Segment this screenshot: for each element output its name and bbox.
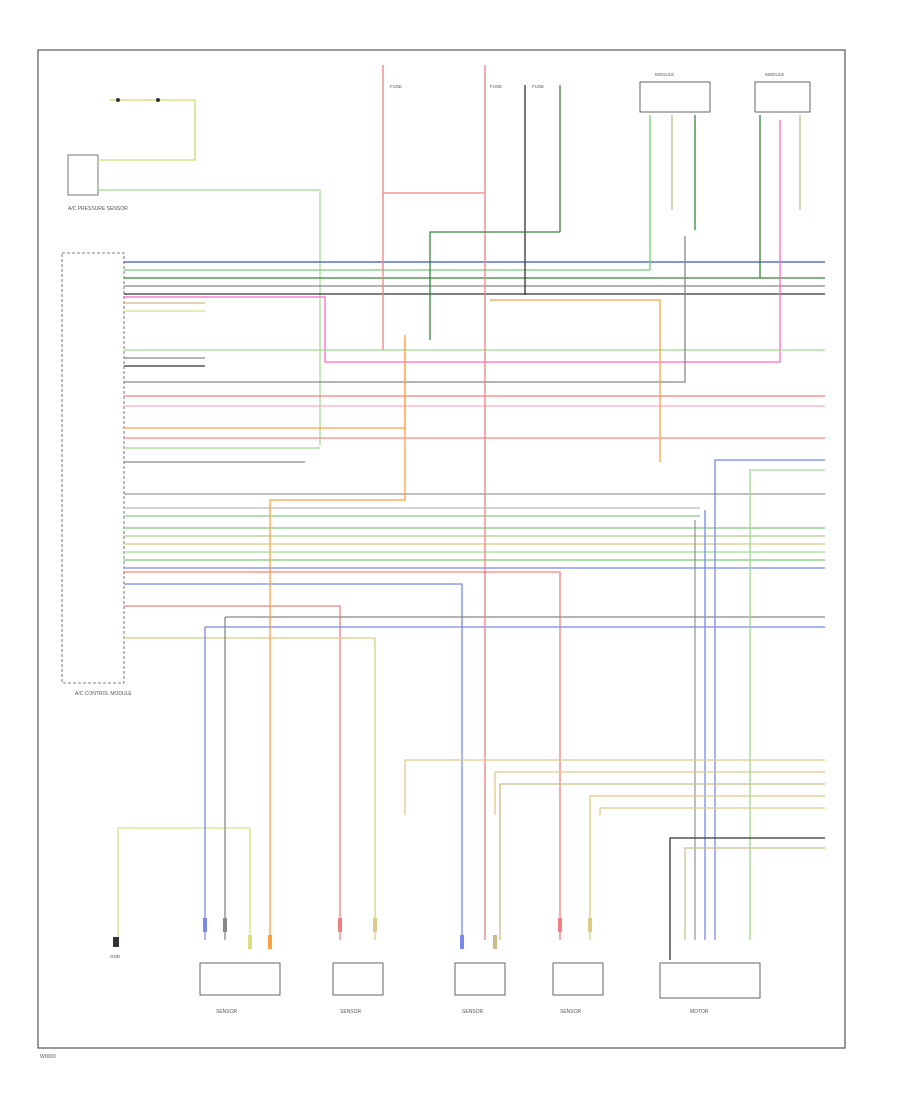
pressure-sensor-label: A/C PRESSURE SENSOR xyxy=(68,206,128,212)
sensor-box-1 xyxy=(199,962,281,996)
top-module-2-label: MODULE xyxy=(765,72,784,77)
top-components: FUSE FUSE FUSE MODULE MODULE GND xyxy=(110,72,811,959)
vertical-feeds xyxy=(269,65,825,940)
fuse-label-2: FUSE xyxy=(490,84,502,89)
sensor-box-3 xyxy=(454,962,506,996)
top-module-2-box xyxy=(754,81,811,113)
sensor-box-2 xyxy=(332,962,384,996)
sensor-label-2: SENSOR xyxy=(340,1009,362,1015)
ground-label: GND xyxy=(110,954,121,959)
top-module-1-label: MODULE xyxy=(655,72,674,77)
sensor-label-1: SENSOR xyxy=(216,1009,238,1015)
sensor-label-3: SENSOR xyxy=(462,1009,484,1015)
lower-right-harness xyxy=(117,617,825,960)
sensor-label-4: SENSOR xyxy=(560,1009,582,1015)
control-module-box xyxy=(61,252,125,684)
fuse-label-3: FUSE xyxy=(532,84,544,89)
diagram-frame xyxy=(37,49,846,1049)
bottom-components: SENSOR SENSOR SENSOR SENSOR MOTOR xyxy=(199,962,761,1015)
connector-pins xyxy=(113,918,592,949)
control-module-label: A/C CONTROL MODULE xyxy=(75,691,132,697)
motor-box-5 xyxy=(659,962,761,999)
top-left-wires xyxy=(98,98,321,445)
pressure-sensor-box xyxy=(67,154,99,196)
horizontal-harness xyxy=(124,120,825,940)
top-module-1-box xyxy=(639,81,711,113)
sensor-box-4 xyxy=(552,962,604,996)
fuse-label-1: FUSE xyxy=(390,84,402,89)
footer-code: W0000 xyxy=(40,1054,56,1060)
motor-label-5: MOTOR xyxy=(690,1009,709,1015)
